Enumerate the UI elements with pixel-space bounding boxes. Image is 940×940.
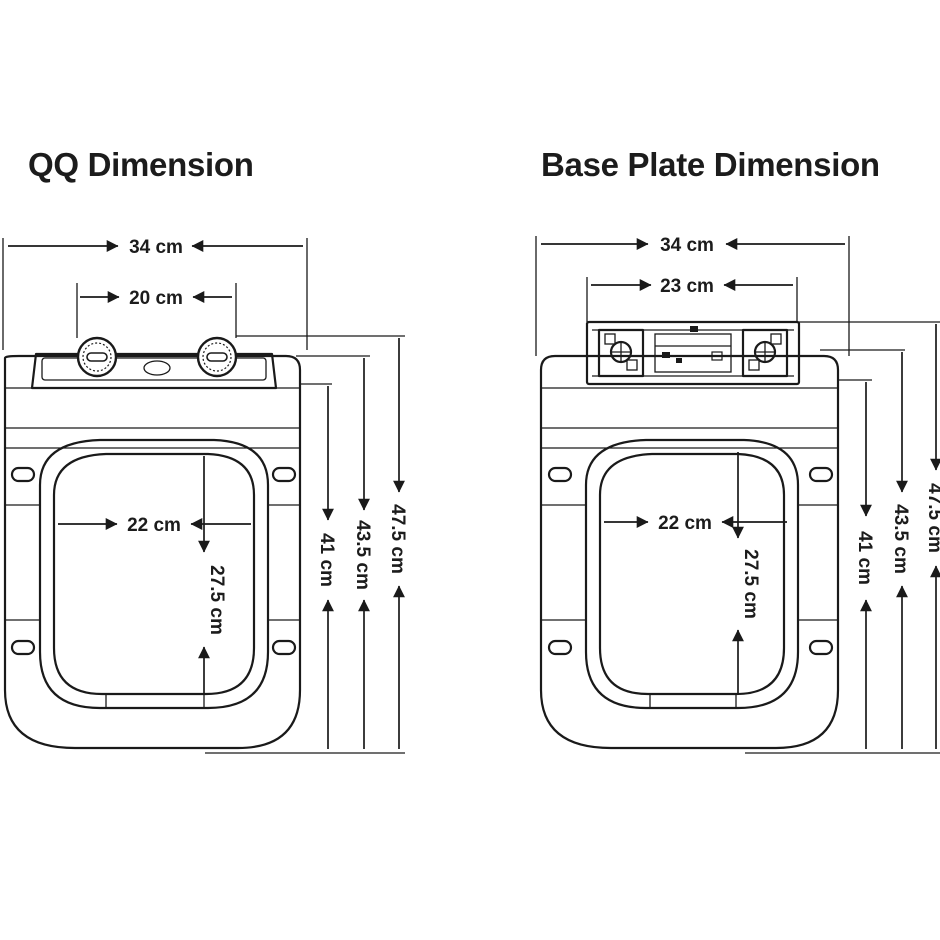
base-plate-seat-length-label: 41 cm: [854, 531, 875, 585]
qq-seat-drawing: [3, 336, 302, 750]
qq-total-length-label: 47.5 cm: [387, 504, 408, 574]
hinge-knob-right: [196, 336, 238, 378]
qq-dimension-lines: [8, 240, 405, 749]
qq-seat-length-label: 41 cm: [316, 533, 337, 587]
qq-opening-length-label: 27.5 cm: [206, 565, 227, 635]
base-plate-opening-length-label: 27.5 cm: [740, 549, 761, 619]
qq-total-width-label: 34 cm: [129, 237, 183, 258]
base-plate-assembly: [585, 320, 801, 386]
base-plate-seat-drawing: [539, 320, 840, 750]
base-plate-dimension-lines: [541, 238, 940, 749]
base-plate-dimension-title: Base Plate Dimension: [541, 146, 880, 183]
base-plate-total-length-label: 47.5 cm: [924, 483, 940, 553]
base-plate-extension-lines: [535, 236, 940, 754]
base-plate-opening-width-label: 22 cm: [658, 513, 712, 534]
qq-extension-lines: [2, 238, 405, 754]
qq-mid-length-label: 43.5 cm: [352, 520, 373, 590]
qq-opening-width-label: 22 cm: [127, 515, 181, 536]
base-plate-mid-length-label: 43.5 cm: [890, 504, 911, 574]
base-plate-width-label: 23 cm: [660, 276, 714, 297]
hinge-knob-left: [76, 336, 118, 378]
qq-dimension-title: QQ Dimension: [28, 146, 254, 183]
base-plate-total-width-label: 34 cm: [660, 235, 714, 256]
qq-hinge-spacing-label: 20 cm: [129, 288, 183, 309]
